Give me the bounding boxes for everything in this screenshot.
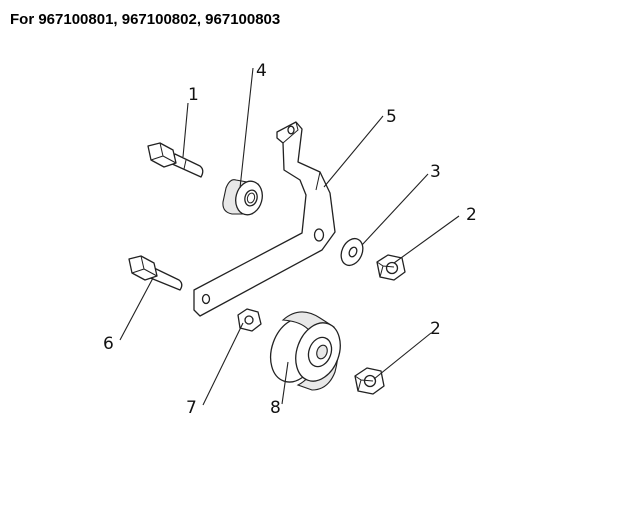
- bracket-part-5: [193, 121, 336, 317]
- bolt-part-6: [128, 255, 183, 291]
- callout-3: 3: [430, 162, 441, 182]
- callout-6: 6: [103, 334, 114, 354]
- leader-lines: [119, 67, 460, 406]
- callout-2-lower: 2: [430, 319, 441, 339]
- callout-1: 1: [188, 85, 199, 105]
- nut-part-2-upper: [376, 254, 406, 281]
- callout-4: 4: [256, 61, 267, 81]
- callout-5: 5: [386, 107, 397, 127]
- bolt-part-1: [147, 142, 204, 178]
- nut-part-2-lower: [354, 367, 385, 395]
- callout-2-upper: 2: [466, 205, 477, 225]
- nut-part-7: [237, 308, 262, 332]
- spacer-part-4: [222, 179, 263, 216]
- washer-part-3: [340, 237, 364, 267]
- callout-7: 7: [186, 398, 197, 418]
- pulley-part-8: [269, 311, 341, 391]
- page-title: For 967100801, 967100802, 967100803: [10, 11, 281, 28]
- callout-8: 8: [270, 398, 281, 418]
